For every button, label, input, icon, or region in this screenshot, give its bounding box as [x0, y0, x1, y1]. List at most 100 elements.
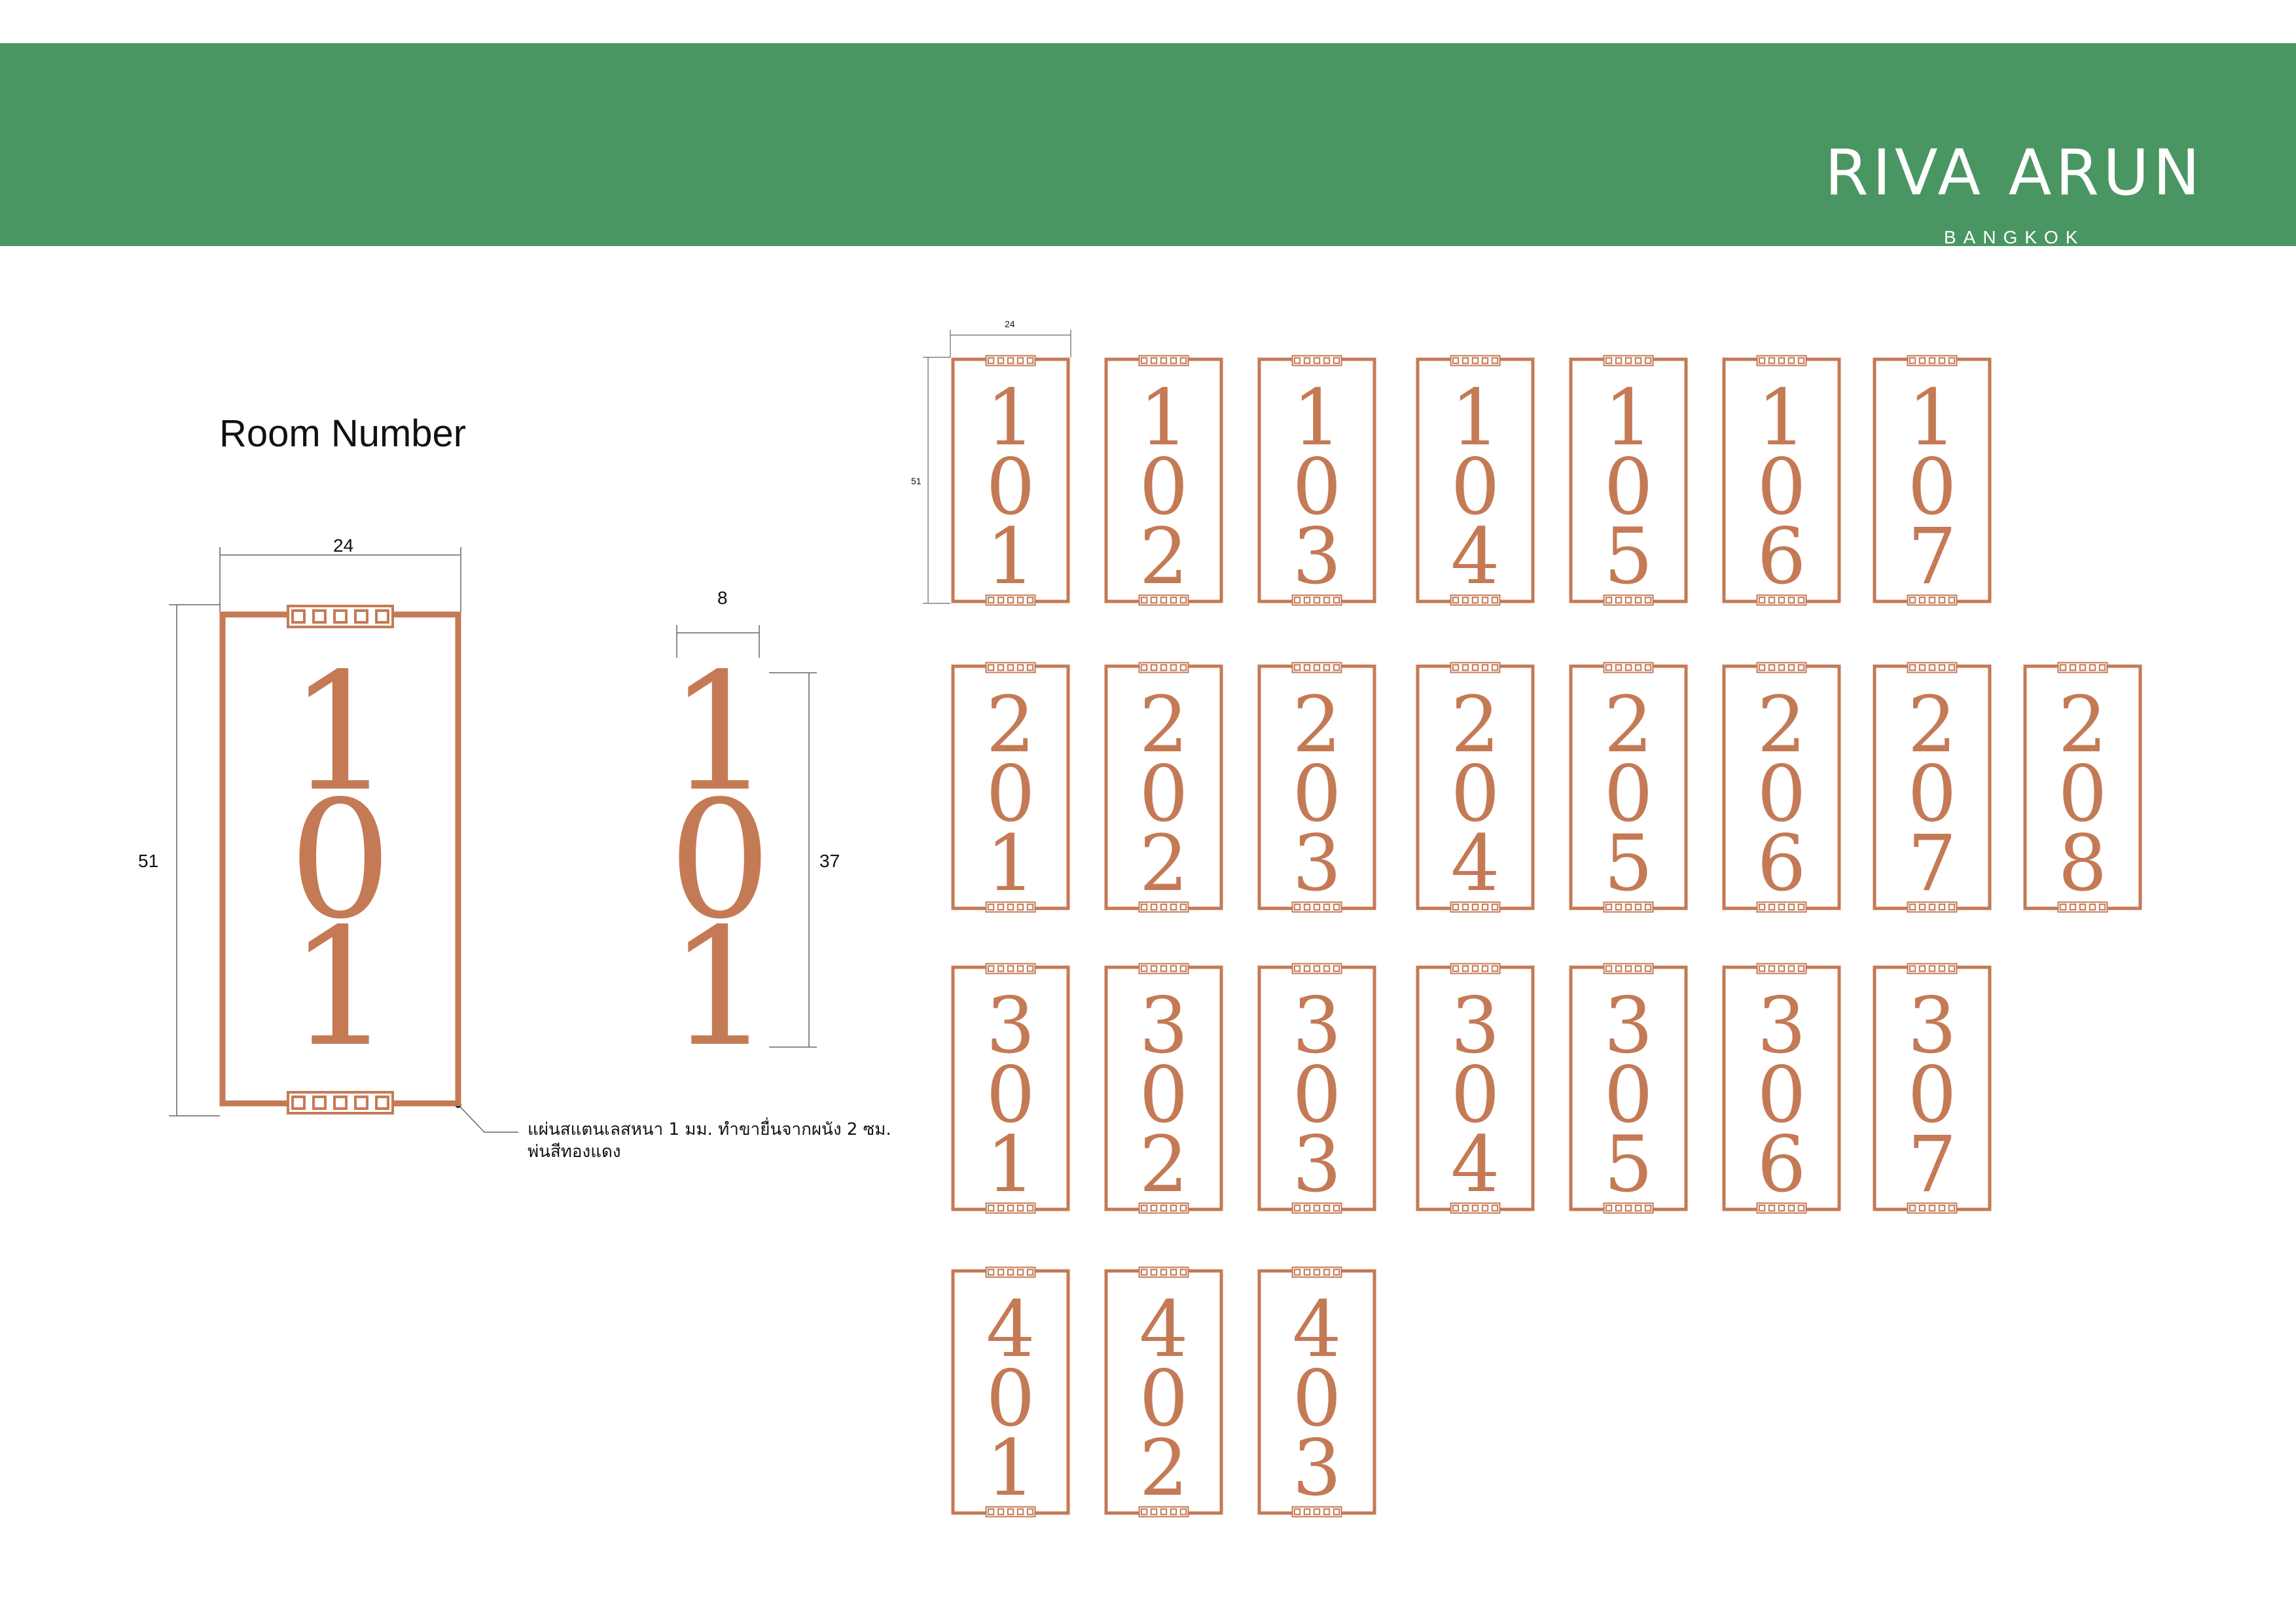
room-digit: 5: [1604, 511, 1653, 601]
room-digit: 2: [1450, 679, 1499, 770]
ornament-top: [985, 1266, 1036, 1278]
room-plate-202: 202: [1104, 662, 1223, 913]
ornament-top: [1756, 355, 1807, 366]
ornament-bottom: [985, 594, 1036, 606]
room-plate-208: 208: [2023, 662, 2142, 913]
room-digit: 3: [1139, 980, 1188, 1071]
room-plate-101: 101: [951, 355, 1070, 606]
ornament-top: [1450, 662, 1501, 673]
room-digit: 4: [1292, 1284, 1341, 1374]
ornament-top: [1450, 355, 1501, 366]
room-digit: 0: [1139, 1050, 1188, 1140]
room-digit: 0: [1757, 1050, 1806, 1140]
room-digit: 0: [1907, 1050, 1956, 1140]
room-digit: 1: [986, 1119, 1035, 1209]
section-title: Room Number: [219, 412, 467, 455]
ornament-top: [1756, 662, 1807, 673]
plate-digit-2: 0: [289, 766, 392, 955]
room-digit: 0: [1292, 749, 1341, 839]
room-digit: 1: [1292, 372, 1341, 463]
room-digit: 3: [1757, 980, 1806, 1071]
room-plate-detail: 1 0 1: [219, 605, 461, 1115]
ornament-top: [985, 662, 1036, 673]
room-digit: 1: [986, 818, 1035, 908]
ornament-top: [1291, 963, 1342, 974]
ornament-bottom: [2057, 901, 2108, 913]
grid-width-label: 24: [1005, 319, 1015, 329]
room-digit: 3: [1450, 980, 1499, 1071]
room-plate-201: 201: [951, 662, 1070, 913]
room-digit: 2: [1139, 679, 1188, 770]
room-digit: 6: [1757, 1119, 1806, 1209]
room-digit: 0: [1907, 749, 1956, 839]
header-bar: RIVA ARUN BANGKOK: [0, 43, 2296, 247]
room-digit: 3: [1604, 980, 1653, 1071]
ornament-bottom: [1756, 1202, 1807, 1214]
ornament-bottom: [1291, 1202, 1342, 1214]
room-plate-106: 106: [1722, 355, 1841, 606]
room-digit: 3: [986, 980, 1035, 1071]
ornament-bottom: [1450, 594, 1501, 606]
digit-2: 0: [668, 766, 772, 955]
room-digit: 8: [2058, 818, 2107, 908]
room-plate-203: 203: [1257, 662, 1376, 913]
room-digit: 0: [1604, 1050, 1653, 1140]
room-digit: 0: [1757, 442, 1806, 532]
room-digit: 2: [2058, 679, 2107, 770]
brand-logo: RIVA ARUN: [1825, 136, 2204, 209]
room-plate-304: 304: [1416, 963, 1535, 1214]
room-digit: 1: [1757, 372, 1806, 463]
room-digit: 6: [1757, 511, 1806, 601]
ornament-bottom: [1603, 901, 1654, 913]
ornament-top: [1291, 355, 1342, 366]
room-digit: 1: [1604, 372, 1653, 463]
ornament-top: [1603, 662, 1654, 673]
room-plate-104: 104: [1416, 355, 1535, 606]
room-plate-205: 205: [1569, 662, 1688, 913]
room-digit: 0: [1292, 1353, 1341, 1444]
room-digit: 1: [1907, 372, 1956, 463]
ornament-top: [1450, 963, 1501, 974]
room-plate-207: 207: [1873, 662, 1992, 913]
room-digit: 2: [1139, 511, 1188, 601]
ornament-bottom: [1291, 1506, 1342, 1518]
room-plate-307: 307: [1873, 963, 1992, 1214]
material-note-line-1: แผ่นสแตนเลสหนา 1 มม. ทำขายื่นจากผนัง 2 ซ…: [528, 1120, 891, 1139]
room-plate-204: 204: [1416, 662, 1535, 913]
room-digit: 2: [1139, 818, 1188, 908]
ornament-top: [287, 605, 394, 628]
room-digit: 0: [986, 1050, 1035, 1140]
plate-digit-3: 1: [289, 894, 392, 1082]
digit-height-label: 37: [819, 851, 840, 871]
room-digit: 3: [1907, 980, 1956, 1071]
ornament-bottom: [1907, 1202, 1958, 1214]
ornament-bottom: [287, 1091, 394, 1115]
room-digit: 3: [1292, 1423, 1341, 1513]
room-plate-103: 103: [1257, 355, 1376, 606]
room-digit: 0: [1757, 749, 1806, 839]
ornament-top: [1603, 355, 1654, 366]
ornament-top: [1907, 963, 1958, 974]
ornament-bottom: [1907, 901, 1958, 913]
ornament-bottom: [985, 1202, 1036, 1214]
room-digit: 7: [1907, 511, 1956, 601]
room-digit: 2: [1139, 1423, 1188, 1513]
room-digit: 0: [1604, 749, 1653, 839]
room-digit: 2: [1139, 1119, 1188, 1209]
ornament-top: [1907, 662, 1958, 673]
room-plate-107: 107: [1873, 355, 1992, 606]
ornament-top: [1756, 963, 1807, 974]
room-digit: 0: [986, 442, 1035, 532]
room-digit: 4: [1450, 511, 1499, 601]
ornament-top: [1291, 662, 1342, 673]
room-digit: 0: [1139, 442, 1188, 532]
room-digit: 1: [986, 372, 1035, 463]
room-plate-403: 403: [1257, 1266, 1376, 1518]
room-plate-306: 306: [1722, 963, 1841, 1214]
room-digit: 0: [1292, 442, 1341, 532]
room-digit: 0: [1604, 442, 1653, 532]
room-digit: 0: [1450, 442, 1499, 532]
room-digit: 1: [1450, 372, 1499, 463]
room-digit: 7: [1907, 818, 1956, 908]
room-plate-105: 105: [1569, 355, 1688, 606]
